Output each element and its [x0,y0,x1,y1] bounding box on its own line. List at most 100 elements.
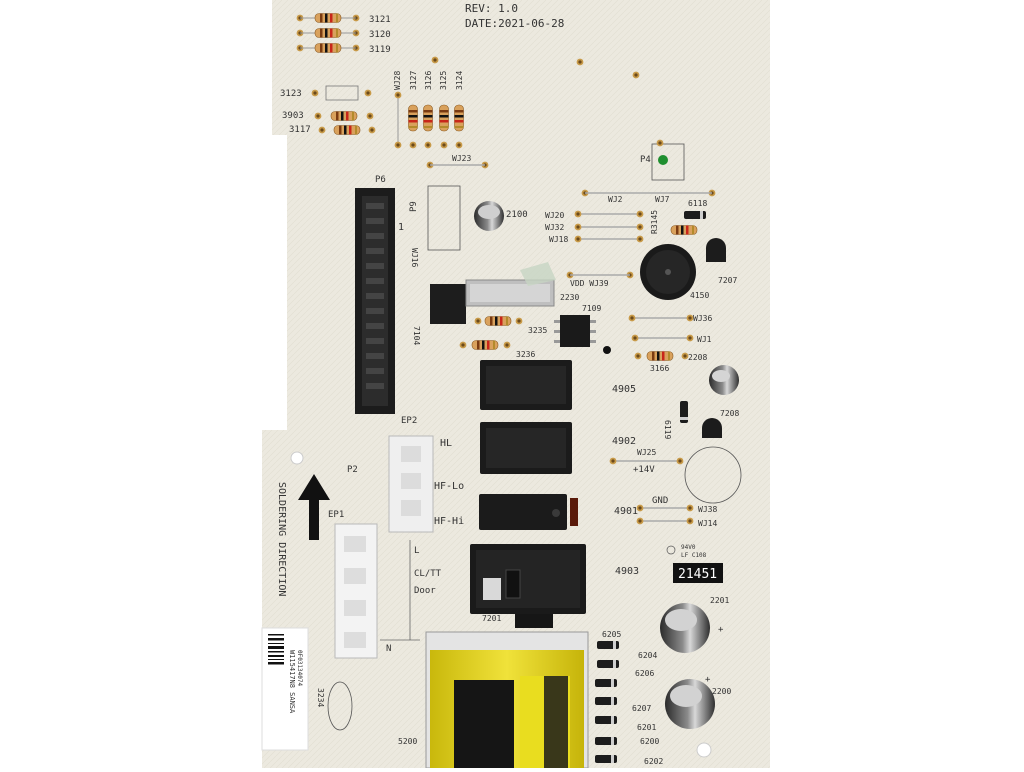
resistor-3119: 3119 [296,43,391,55]
svg-text:2230: 2230 [560,293,579,302]
connector-ep2: EP2 HL HF-Lo HF-Hi P2 [347,416,464,533]
svg-text:3117: 3117 [289,125,311,135]
svg-text:WJ32: WJ32 [545,223,564,232]
capacitor-2100: 2100 [474,201,528,231]
regulator-7104: 7104 2230 [412,262,579,345]
svg-text:2201: 2201 [710,596,729,605]
svg-text:HF-Lo: HF-Lo [434,481,464,492]
capacitor-2200: 2200 + [665,675,731,729]
connector-p9: P9 [409,185,461,251]
svg-text:EP1: EP1 [328,510,344,520]
svg-text:WJ23: WJ23 [452,154,471,163]
svg-text:VDD WJ39: VDD WJ39 [570,279,609,288]
revision-text: REV: 1.0 [465,2,518,15]
soldering-arrow: SOLDERING DIRECTION [276,451,330,596]
svg-text:WJ18: WJ18 [549,235,568,244]
jumper-wj25: WJ25 +14V [609,448,684,475]
svg-text:GND: GND [652,496,668,506]
label-3234: 3234 [316,688,325,707]
relay-4901: 4901 [479,494,638,530]
resistor-3123: 3123 [280,85,372,101]
soldering-direction-text: SOLDERING DIRECTION [276,482,287,596]
mount-slot [327,681,353,731]
svg-text:7208: 7208 [720,409,739,418]
svg-text:4902: 4902 [612,436,636,447]
svg-text:L: L [414,546,419,556]
svg-text:3119: 3119 [369,45,391,55]
svg-text:3166: 3166 [650,364,669,373]
svg-text:7104: 7104 [412,326,421,345]
svg-text:W115417N8 SANSA: W115417N8 SANSA [288,650,296,714]
svg-text:P4: P4 [640,155,651,165]
svg-text:4150: 4150 [690,291,709,300]
svg-text:WJ25: WJ25 [637,448,656,457]
svg-text:6200: 6200 [640,737,659,746]
svg-text:Door: Door [414,586,436,596]
transistor-7207: 7207 [706,238,737,285]
resistor-3120: 3120 [296,28,391,40]
led-p4: P4 [640,139,685,181]
svg-text:3121: 3121 [369,15,391,25]
ic-7109: 7109 [554,304,611,354]
svg-text:3903: 3903 [282,111,304,121]
svg-text:4901: 4901 [614,506,638,517]
svg-text:R3145: R3145 [650,210,659,234]
svg-text:7207: 7207 [718,276,737,285]
resistor-3166: 3166 [634,351,689,373]
svg-text:P9: P9 [409,201,419,212]
svg-text:5200: 5200 [398,737,417,746]
svg-text:3127: 3127 [409,71,418,90]
jumper-wj2-wj7: WJ2 WJ7 [581,189,716,204]
svg-text:2208: 2208 [688,353,707,362]
svg-text:7109: 7109 [582,304,601,313]
barcode-sticker: W115417N8 SANSA 0F03134074 [261,627,309,751]
jumper-wj39: VDD WJ39 [566,271,634,288]
svg-text:0F03134074: 0F03134074 [296,650,303,687]
transistor-7208: 7208 [702,409,739,438]
jumper-wj23: WJ23 [426,154,489,169]
svg-text:WJ36: WJ36 [693,314,712,323]
resistor-3117: 3117 [289,125,376,135]
svg-text:6118: 6118 [688,199,707,208]
svg-text:21451: 21451 [678,567,717,582]
relay-4902: 4902 [480,422,636,474]
svg-text:6206: 6206 [635,669,654,678]
certification-mark: 94V0 LF C108 21451 [666,544,723,583]
connector-ep1: EP1 L CL/TT Door N [328,510,442,659]
svg-text:6207: 6207 [632,704,651,713]
jumpers-wj20-32-18: WJ20 WJ32 WJ18 R3145 [545,210,698,244]
svg-text:EP2: EP2 [401,416,417,426]
date-text: DATE:2021-06-28 [465,17,564,30]
svg-text:6201: 6201 [637,723,656,732]
svg-text:3125: 3125 [439,71,448,90]
resistor-3236: 3236 [459,340,535,359]
svg-text:3123: 3123 [280,89,302,99]
svg-text:WJ20: WJ20 [545,211,564,220]
capacitor-2208: 2208 [688,353,739,395]
svg-text:P2: P2 [347,465,358,475]
mount-outline [684,446,742,504]
jumper-wj38-wj14: GND WJ38 WJ14 [636,496,717,528]
diode-6119: 6119 [663,401,688,439]
svg-text:94V0: 94V0 [681,544,696,551]
svg-text:WJ16: WJ16 [410,248,419,267]
resistor-3121: 3121 [296,13,391,25]
svg-text:N: N [386,644,391,654]
svg-text:3120: 3120 [369,30,391,40]
svg-text:6202: 6202 [644,757,663,766]
svg-text:WJ28: WJ28 [393,71,402,90]
diode-array: 6205 6204 6206 6207 6201 6200 6202 [595,630,663,766]
svg-text:6205: 6205 [602,630,621,639]
resistor-3235: 3235 [474,316,547,335]
resistor-3903: 3903 [282,111,374,121]
svg-text:WJ7: WJ7 [655,195,670,204]
svg-text:6119: 6119 [663,420,672,439]
svg-text:1: 1 [398,222,404,233]
diode-6118: 6118 [684,199,707,219]
svg-text:P6: P6 [375,175,386,185]
svg-text:HL: HL [440,438,452,449]
svg-text:3235: 3235 [528,326,547,335]
svg-text:+14V: +14V [633,465,655,475]
